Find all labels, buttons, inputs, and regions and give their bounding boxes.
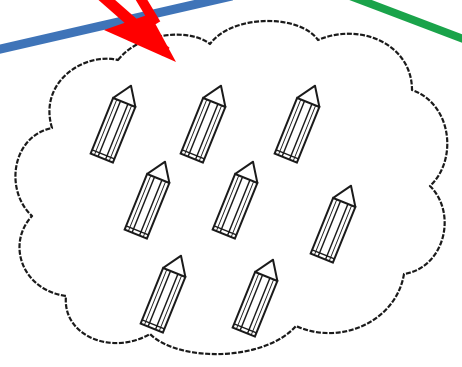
pencil-icon: [213, 157, 264, 238]
pencil-icon: [125, 157, 176, 238]
pencil-icon: [275, 81, 326, 162]
pencil-icon: [141, 251, 192, 332]
pencil-icon: [311, 181, 362, 262]
pencil-icon: [233, 255, 284, 336]
pencil-icon: [91, 81, 142, 162]
pencil-icon: [181, 81, 232, 162]
green-line: [350, 0, 462, 40]
